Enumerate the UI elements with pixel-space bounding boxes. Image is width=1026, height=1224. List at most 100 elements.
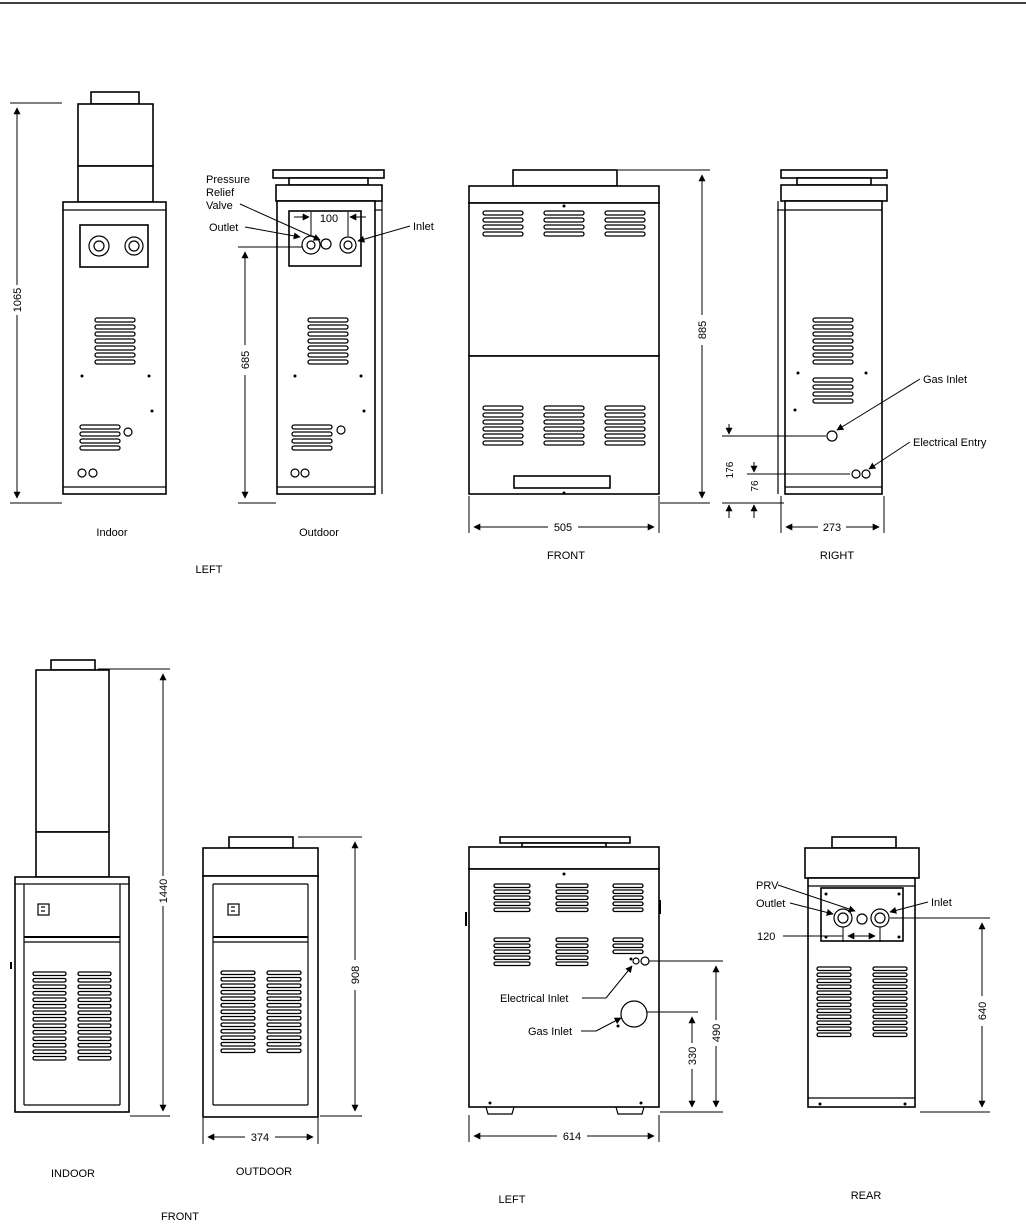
louver-slot: [32, 1036, 67, 1042]
dim-176-76: 176 76: [722, 424, 850, 518]
louver-slot: [77, 1029, 112, 1035]
louver-slot: [32, 1042, 67, 1048]
dim-374: 374: [202, 1118, 319, 1144]
dim-908: 908: [298, 836, 362, 1117]
bottom-left-louvers: [493, 883, 644, 967]
leader-outlet: [244, 226, 301, 240]
louver-slot: [612, 943, 644, 949]
louver-slot: [220, 989, 256, 995]
dim-685-text: 685: [240, 351, 252, 369]
louver-slot: [872, 990, 908, 996]
louver-slot: [816, 1014, 852, 1020]
bottom-front-outdoor-louvers: [220, 970, 302, 1054]
louver-slot: [266, 1002, 302, 1008]
louver-slot: [493, 937, 531, 943]
louver-slot: [612, 907, 644, 913]
dim-614-text: 614: [563, 1131, 581, 1143]
dim-1065-text: 1065: [12, 288, 24, 312]
louver-slot: [872, 984, 908, 990]
louver-slot: [816, 972, 852, 978]
label-electrical-entry: Electrical Entry: [913, 437, 987, 449]
louver-slot: [220, 983, 256, 989]
louver-slot: [220, 1041, 256, 1047]
leader-outlet-bottom: [789, 902, 834, 916]
louver-slot: [77, 1003, 112, 1009]
caption-indoor-bottom: INDOOR: [51, 1168, 95, 1180]
label-gas-inlet-top: Gas Inlet: [923, 374, 967, 386]
bottom-rear-view: [804, 836, 920, 1108]
louver-slot: [555, 883, 589, 889]
bottom-rear-louvers: [816, 966, 908, 1038]
dim-614: 614: [468, 1115, 660, 1143]
louver-slot: [77, 1036, 112, 1042]
louver-slot: [220, 1022, 256, 1028]
louver-slot: [872, 972, 908, 978]
louver-slot: [266, 1041, 302, 1047]
dim-640: 640: [890, 917, 990, 1113]
louver-slot: [555, 955, 589, 961]
louver-slot: [220, 1028, 256, 1034]
dim-374-text: 374: [251, 1132, 269, 1144]
louver-slot: [816, 978, 852, 984]
louver-slot: [32, 1049, 67, 1055]
dim-685: 685: [238, 246, 302, 504]
dim-120-text: 120: [757, 931, 775, 943]
dim-273: 273: [780, 496, 885, 534]
bottom-left-view: [465, 836, 661, 1115]
caption-right-top: RIGHT: [820, 550, 855, 562]
top-left-indoor-view: [62, 91, 167, 495]
dim-1065: 1065: [10, 102, 62, 504]
louver-slot: [220, 1002, 256, 1008]
louver-slot: [612, 937, 644, 943]
leader-inlet: [357, 225, 411, 243]
louver-slot: [612, 889, 644, 895]
louver-slot: [816, 1026, 852, 1032]
louver-slot: [77, 1016, 112, 1022]
leader-gas-inlet-bottom-2: [595, 1017, 622, 1032]
louver-slot: [872, 1020, 908, 1026]
label-inlet-bottom: Inlet: [931, 897, 952, 909]
louver-slot: [816, 990, 852, 996]
caption-rear-bottom: REAR: [851, 1190, 882, 1202]
louver-slot: [612, 895, 644, 901]
dim-100-text: 100: [320, 213, 338, 225]
louver-slot: [493, 961, 531, 967]
louver-slot: [872, 1032, 908, 1038]
louver-slot: [555, 889, 589, 895]
caption-outdoor-top: Outdoor: [299, 527, 339, 539]
dim-330-text: 330: [687, 1047, 699, 1065]
louver-slot: [872, 978, 908, 984]
louver-slot: [612, 883, 644, 889]
louver-slot: [77, 997, 112, 1003]
caption-outdoor-bottom: OUTDOOR: [236, 1166, 292, 1178]
label-gas-inlet-bottom: Gas Inlet: [528, 1026, 572, 1038]
dim-1440-text: 1440: [158, 879, 170, 903]
dim-505: 505: [468, 496, 660, 534]
louver-slot: [493, 901, 531, 907]
louver-slot: [493, 955, 531, 961]
louver-slot: [555, 901, 589, 907]
label-relief: Relief: [206, 187, 235, 199]
louver-slot: [220, 1009, 256, 1015]
caption-indoor-top: Indoor: [96, 527, 128, 539]
dim-885: 885: [618, 169, 710, 504]
louver-slot: [493, 907, 531, 913]
louver-slot: [266, 1035, 302, 1041]
louver-slot: [32, 971, 67, 977]
bottom-front-indoor-louvers: [32, 971, 112, 1061]
louver-slot: [266, 976, 302, 982]
bottom-front-outdoor-view: [202, 836, 319, 1118]
louver-slot: [32, 1003, 67, 1009]
louver-slot: [872, 1026, 908, 1032]
louver-slot: [220, 1015, 256, 1021]
louver-slot: [816, 1020, 852, 1026]
louver-slot: [266, 1009, 302, 1015]
louver-slot: [266, 1048, 302, 1054]
label-outlet-bottom: Outlet: [756, 898, 785, 910]
louver-slot: [77, 971, 112, 977]
louver-slot: [555, 943, 589, 949]
louver-slot: [77, 1023, 112, 1029]
louver-slot: [493, 895, 531, 901]
dim-640-text: 640: [977, 1002, 989, 1020]
louver-slot: [220, 1035, 256, 1041]
